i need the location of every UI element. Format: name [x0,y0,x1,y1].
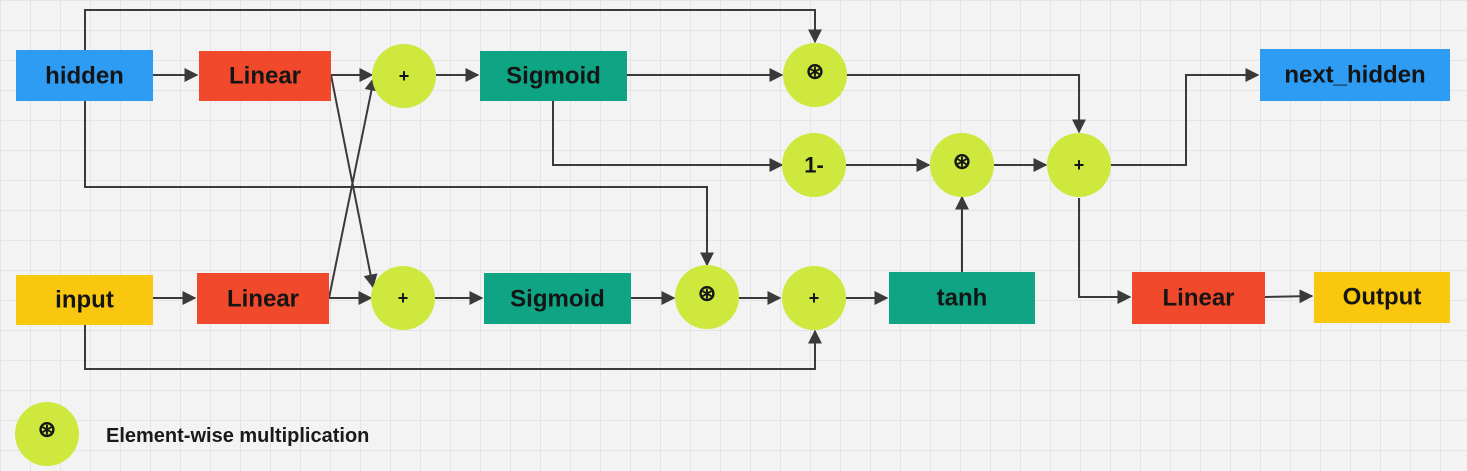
edge-mult-top-plus-final [847,74,1086,134]
op-mult-mid-label: ⊛ [953,149,971,174]
op-plus-final: + [1047,133,1111,197]
op-plus-top-label: + [399,66,410,86]
op-plus-bottom: + [371,266,435,330]
op-plus-mid: + [782,266,846,330]
node-hidden-label: hidden [45,63,124,90]
edge-linear-out-output [1264,289,1314,304]
edge-hidden-mult-bottom [84,101,714,267]
op-mult-top: ⊛ [783,43,847,107]
op-one-minus: 1- [782,133,846,197]
legend-symbol-circle [15,402,79,466]
node-linear-out-label: Linear [1162,285,1234,312]
node-linear-bottom-label: Linear [227,286,299,313]
node-linear-out: Linear [1132,272,1265,324]
legend-symbol: ⊛ [38,417,56,442]
edge-hidden-mult-top [84,9,822,50]
edge-sigmoid-top-one-minus [552,101,784,172]
edge-input-plus-mid [84,325,822,370]
edge-plus-final-next-hidden [1111,68,1260,166]
op-plus-mid-label: + [809,288,820,308]
op-plus-bottom-label: + [398,288,409,308]
edges [84,9,1314,370]
op-plus-final-label: + [1074,155,1085,175]
node-linear-top: Linear [199,51,331,101]
node-output: Output [1314,272,1450,323]
node-output-label: Output [1343,284,1422,311]
node-tanh-label: tanh [937,285,988,312]
edge-linear-bottom-plus-top [328,76,379,299]
node-tanh: tanh [889,272,1035,324]
node-linear-top-label: Linear [229,63,301,90]
node-sigmoid-top-label: Sigmoid [506,63,601,90]
node-sigmoid-bottom-label: Sigmoid [510,286,605,313]
op-one-minus-label: 1- [804,153,824,178]
node-input-label: input [55,287,114,314]
node-sigmoid-bottom: Sigmoid [484,273,631,324]
op-mult-bottom: ⊛ [675,265,739,329]
node-hidden: hidden [16,50,153,101]
node-next-hidden-label: next_hidden [1284,62,1425,89]
op-mult-bottom-label: ⊛ [698,281,716,306]
node-linear-bottom: Linear [197,273,329,324]
node-input: input [16,275,153,325]
op-mult-mid: ⊛ [930,133,994,197]
node-next-hidden: next_hidden [1260,49,1450,101]
op-plus-top: + [372,44,436,108]
op-mult-top-label: ⊛ [806,59,824,84]
node-sigmoid-top: Sigmoid [480,51,627,101]
legend-label: Element-wise multiplication [106,425,369,447]
edge-plus-final-linear-out [1078,198,1132,304]
legend: ⊛ Element-wise multiplication [15,402,369,466]
